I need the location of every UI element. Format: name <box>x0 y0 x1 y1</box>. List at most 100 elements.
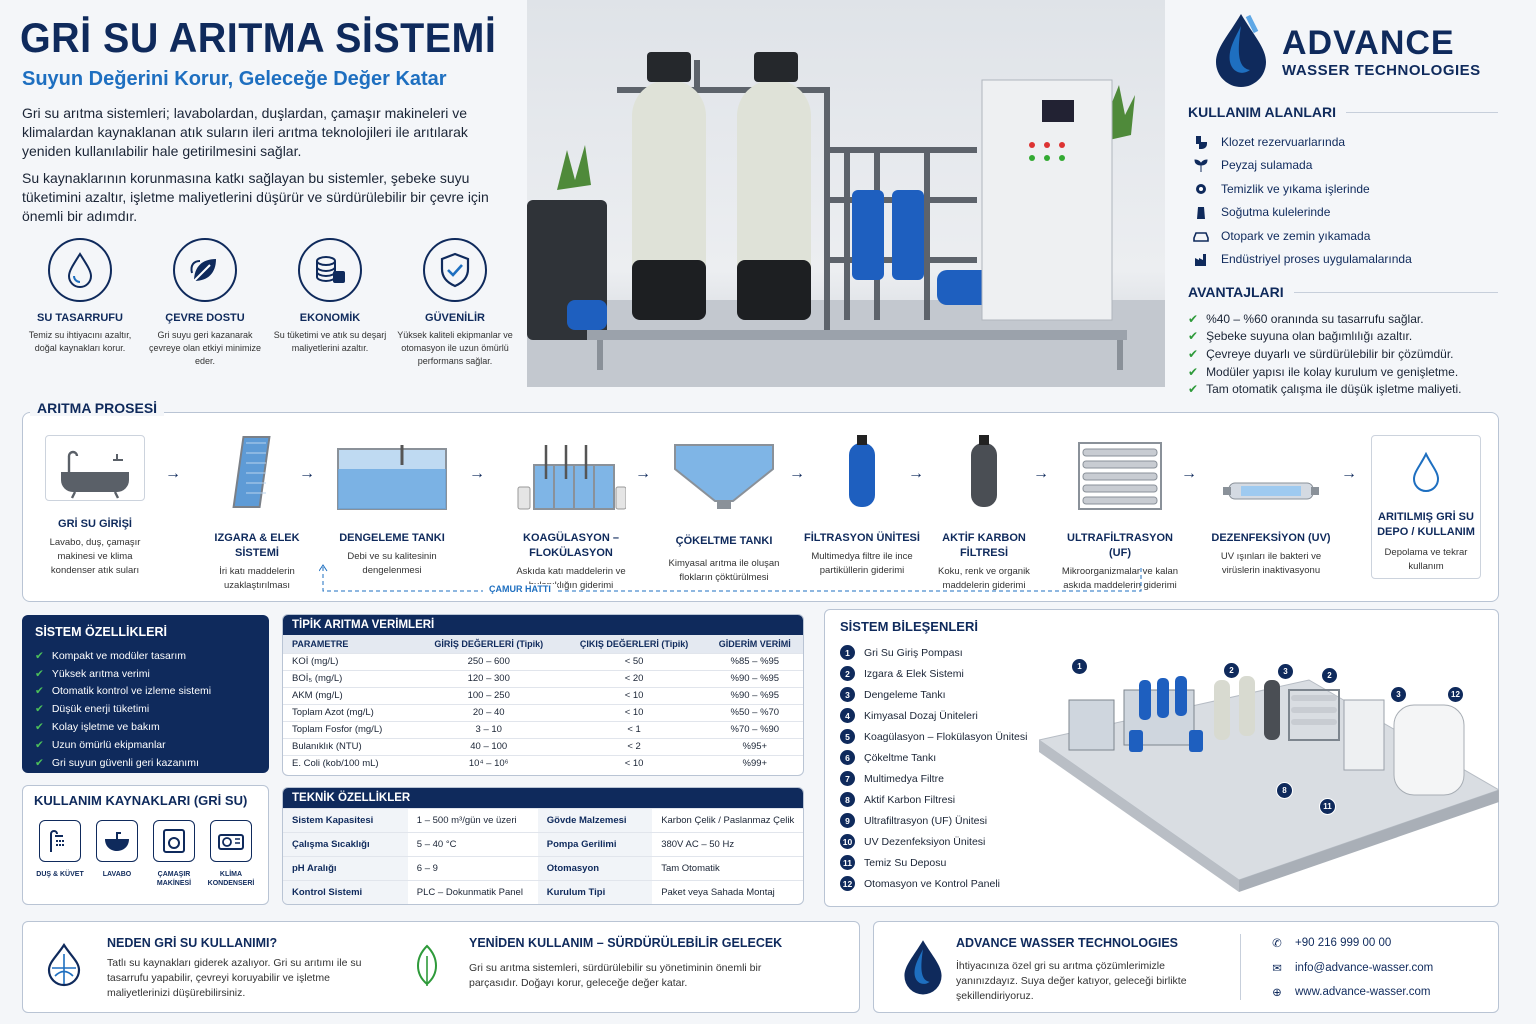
intro-paragraph-2: Su kaynaklarının korunmasına katkı sağla… <box>22 170 489 224</box>
filter-vessel-icon <box>803 427 921 511</box>
table-cell: 20 – 40 <box>415 703 562 721</box>
check-icon: ✔ <box>1188 346 1199 361</box>
component-pin: 3 <box>1390 686 1407 703</box>
table-cell: < 2 <box>561 737 707 755</box>
benefit-economic: EKONOMİK Su tüketimi ve atık su deşarj m… <box>270 238 390 368</box>
arrow-right-icon: → <box>908 465 924 482</box>
check-icon: ✔ <box>35 738 44 751</box>
toilet-icon <box>1192 135 1210 149</box>
check-icon: ✔ <box>35 649 44 662</box>
usage-list: Klozet rezervuarlarında Peyzaj sulamada … <box>1192 130 1412 271</box>
benefit-title: GÜVENİLİR <box>425 312 485 324</box>
greywater-sources-panel: KULLANIM KAYNAKLARI (GRİ SU) DUŞ & KÜVET… <box>22 785 269 905</box>
step-desc: İri katı maddelerin uzaklaştırılması <box>219 566 295 591</box>
table-cell: 3 – 10 <box>415 720 562 738</box>
step-title: ARITILMIŞ GRİ SU DEPO / KULLANIM <box>1377 511 1475 538</box>
phone-icon: ✆ <box>1272 938 1282 950</box>
step-title: GRİ SU GİRİŞİ <box>58 518 132 530</box>
table-cell: Kontrol Sistemi <box>283 880 408 904</box>
arrow-right-icon: → <box>469 465 485 482</box>
list-item: ✔Otomatik kontrol ve izleme sistemi <box>35 685 212 698</box>
component-pin: 8 <box>1276 782 1293 799</box>
benefit-desc: Su tüketimi ve atık su deşarj maliyetler… <box>273 330 387 353</box>
source-shower: DUŞ & KÜVET <box>34 820 86 888</box>
table-cell: E. Coli (kob/100 mL) <box>283 754 416 772</box>
table-cell: %99+ <box>706 754 803 772</box>
table-cell: 40 – 100 <box>415 737 562 755</box>
table-cell: Bulanıklık (NTU) <box>283 737 416 755</box>
list-item: ✔Şebeke suyuna olan bağımlılığı azaltır. <box>1188 329 1413 344</box>
components-title: SİSTEM BİLEŞENLERİ <box>840 619 978 634</box>
check-icon: ✔ <box>35 703 44 716</box>
air-conditioner-icon <box>210 820 252 862</box>
membrane-rack-icon <box>1055 431 1185 511</box>
table-cell: Çalışma Sıcaklığı <box>283 832 408 857</box>
sources-title: KULLANIM KAYNAKLARI (GRİ SU) <box>34 793 248 808</box>
car-icon <box>1192 229 1210 243</box>
contact-website[interactable]: ⊕www.advance-wasser.com <box>1268 985 1430 999</box>
list-item: Klozet rezervuarlarında <box>1192 130 1412 154</box>
factory-icon <box>1192 252 1210 267</box>
table-cell: 5 – 40 °C <box>407 832 538 857</box>
arrow-right-icon: → <box>635 465 651 482</box>
contact-email[interactable]: ✉info@advance-wasser.com <box>1268 961 1433 975</box>
shower-icon <box>39 820 81 862</box>
step-title: KOAGÜLASYON – FLOKÜLASYON <box>523 532 619 559</box>
table-cell: BOİ₅ (mg/L) <box>283 669 416 687</box>
brand-name: ADVANCE <box>1282 24 1455 62</box>
contact-phone[interactable]: ✆+90 216 999 00 00 <box>1268 936 1391 950</box>
tech-title: TEKNİK ÖZELLİKLER <box>283 788 803 808</box>
benefit-title: SU TASARRUFU <box>37 312 123 324</box>
footer-info-panel: NEDEN GRİ SU KULLANIMI? Tatlı su kaynakl… <box>22 921 860 1013</box>
process-step-filtration: FİLTRASYON ÜNİTESİ Multimedya filtre ile… <box>803 427 921 578</box>
arrow-right-icon: → <box>299 465 315 482</box>
check-icon: ✔ <box>35 721 44 734</box>
process-panel: GRİ SU GİRİŞİ Lavabo, duş, çamaşır makin… <box>22 412 1499 602</box>
table-row: Toplam Azot (mg/L)20 – 40< 10%50 – %70 <box>283 703 803 721</box>
table-cell: 6 – 9 <box>407 856 538 881</box>
list-item: ✔Düşük enerji tüketimi <box>35 703 150 716</box>
table-cell: %50 – %70 <box>706 703 803 721</box>
table-cell: < 10 <box>561 686 707 704</box>
number-badge: 6 <box>840 750 855 765</box>
screen-grid-icon <box>193 431 321 511</box>
benefit-desc: Yüksek kaliteli ekipmanlar ve otomasyon … <box>397 330 513 366</box>
table-row: Toplam Fosfor (mg/L)3 – 10< 1%70 – %90 <box>283 720 803 738</box>
coagulation-tanks-icon <box>496 431 646 511</box>
check-icon: ✔ <box>1188 364 1199 379</box>
table-cell: Tam Otomatik <box>652 856 803 881</box>
brand-drop-icon <box>1216 14 1266 87</box>
table-cell: 250 – 600 <box>415 652 562 670</box>
page-subtitle: Suyun Değerini Korur, Geleceğe Değer Kat… <box>22 68 447 90</box>
list-item: ✔Kompakt ve modüler tasarım <box>35 649 187 662</box>
list-item: ✔Kolay işletme ve bakım <box>35 721 160 734</box>
washing-machine-icon <box>153 820 195 862</box>
cleaning-icon <box>1192 182 1210 196</box>
source-ac-condenser: KLİMA KONDENSERİ <box>205 820 257 888</box>
table-cell: %85 – %95 <box>706 652 803 670</box>
step-title: FİLTRASYON ÜNİTESİ <box>804 532 920 544</box>
list-item: ✔Çevreye duyarlı ve sürdürülebilir bir ç… <box>1188 346 1454 361</box>
table-cell: 380V AC – 50 Hz <box>652 832 803 857</box>
table-cell: %90 – %95 <box>706 686 803 704</box>
sludge-line-label: ÇAMUR HATTI <box>483 584 557 594</box>
check-icon: ✔ <box>1188 329 1199 344</box>
step-title: ÇÖKELTME TANKI <box>675 535 773 547</box>
advantages-list: ✔%40 – %60 oranında su tasarrufu sağlar.… <box>1188 310 1461 398</box>
table-cell: 10⁴ – 10⁶ <box>415 754 562 772</box>
table-cell: Paket veya Sahada Montaj <box>652 880 803 904</box>
brand-logo: ADVANCE WASSER TECHNOLOGIES <box>1210 12 1510 88</box>
table-cell: < 20 <box>561 669 707 687</box>
